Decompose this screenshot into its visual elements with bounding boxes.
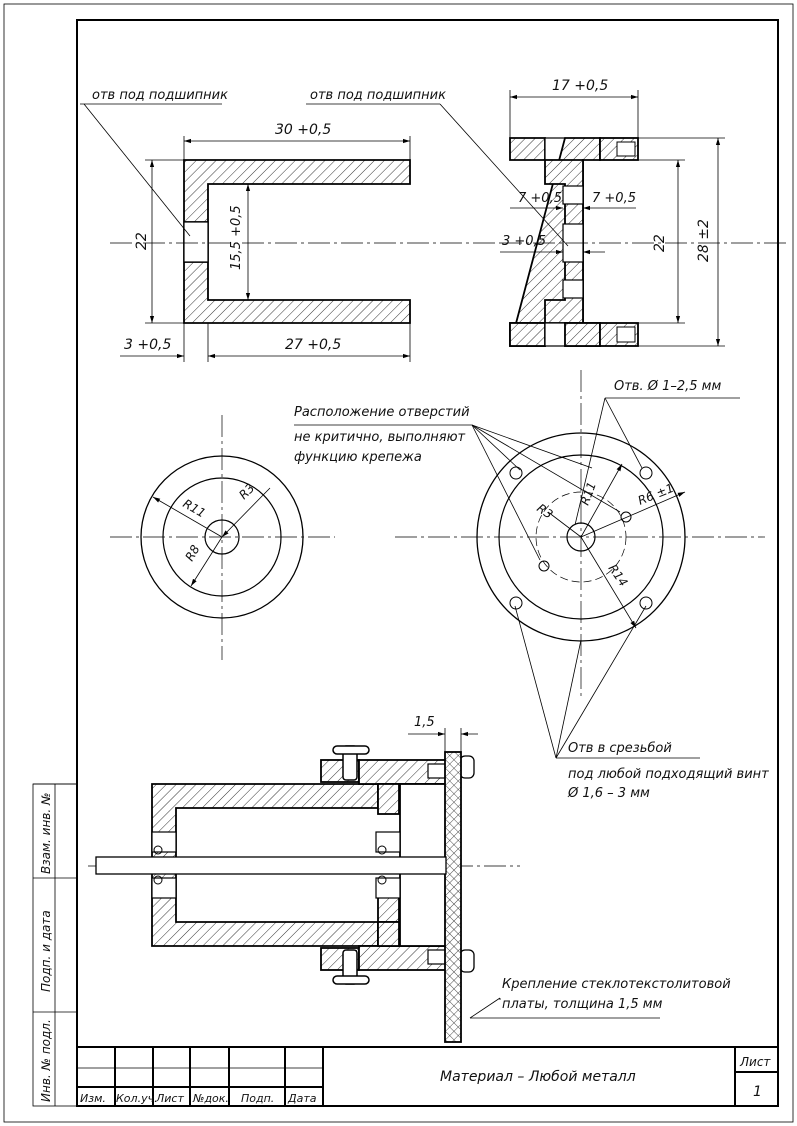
hub-end-view	[294, 370, 765, 759]
note-holes-1: Расположение отверстий	[294, 405, 470, 420]
label-bearing-hole-left: отв под подшипник	[92, 88, 228, 103]
dim-7-b: 7 +0,5	[592, 191, 636, 206]
col-sign: Подп.	[241, 1092, 274, 1105]
col-date: Дата	[287, 1092, 317, 1105]
hub-section-view	[306, 90, 790, 347]
note-holes-3: функцию крепежа	[294, 450, 422, 465]
material-note: Материал – Любой металл	[440, 1069, 636, 1085]
label-r11-left: R11	[181, 496, 208, 520]
label-r8-left: R8	[182, 542, 202, 563]
dim-28: 28 ±2	[696, 219, 712, 262]
note-holes-2: не критично, выполняют	[294, 430, 466, 445]
title-block	[76, 1046, 779, 1107]
col-list: Лист	[155, 1092, 184, 1105]
dim-17: 17 +0,5	[552, 78, 608, 94]
stamp-replace-inv: Взам. инв. №	[39, 793, 53, 874]
note-thread-3: Ø 1,6 – 3 мм	[567, 786, 650, 801]
col-kol-uch: Кол.уч.	[116, 1092, 158, 1105]
sheet-number: 1	[753, 1084, 762, 1100]
side-stamp	[32, 783, 78, 1107]
label-r3-left: R3	[236, 481, 257, 502]
housing-section-view	[80, 103, 500, 362]
label-bearing-hole-right: отв под подшипник	[310, 88, 446, 103]
label-r3-right: R3	[534, 501, 555, 522]
assembly-view	[88, 728, 660, 1043]
dim-30: 30 +0,5	[275, 122, 331, 138]
note-board-1: Крепление стеклотекстолитовой	[502, 977, 731, 992]
sheet-outer-border	[3, 3, 794, 1123]
note-board-2: платы, толщина 1,5 мм	[502, 997, 663, 1012]
col-izm: Изм.	[80, 1092, 106, 1105]
sheet-label: Лист	[739, 1055, 771, 1069]
label-r14-right: R14	[606, 562, 631, 589]
label-holes-dia: Отв. Ø 1–2,5 мм	[614, 379, 721, 394]
housing-end-view	[110, 415, 335, 660]
dim-1-5: 1,5	[414, 715, 435, 730]
note-thread-1: Отв в срезьбой	[568, 741, 672, 756]
dim-22-left: 22	[134, 232, 150, 250]
stamp-sign-date: Подп. и дата	[39, 910, 53, 992]
dim-15-5: 15,5 +0,5	[229, 205, 244, 270]
col-doc-no: №док.	[192, 1092, 229, 1105]
dim-3-right: 3 +0,5	[502, 234, 546, 249]
dim-27: 27 +0,5	[285, 337, 341, 353]
dim-22-right: 22	[652, 234, 668, 252]
stamp-inv-no: Инв. № подл.	[39, 1019, 53, 1102]
dim-7-a: 7 +0,5	[518, 191, 562, 206]
note-thread-2: под любой подходящий винт	[568, 767, 769, 782]
dim-3-left: 3 +0,5	[124, 337, 171, 353]
